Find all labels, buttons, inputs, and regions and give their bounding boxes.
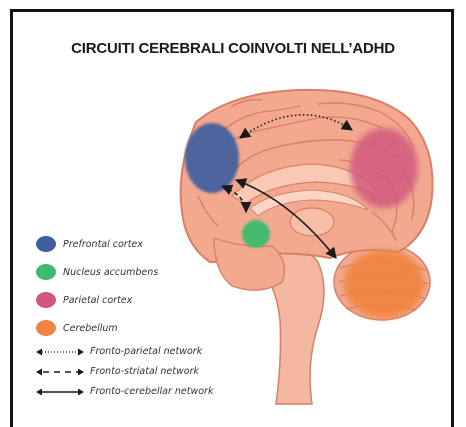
dashed-arrow-icon: [36, 367, 84, 377]
prefrontal-color-dot: [36, 236, 56, 252]
legend-label: Cerebellum: [63, 323, 118, 334]
parietal-cortex-color-dot: [36, 292, 56, 308]
cerebellum-region: [344, 250, 424, 318]
legend-label: Parietal cortex: [63, 295, 132, 306]
legend-label: Fronto-parietal network: [90, 346, 202, 357]
solid-arrow-icon: [36, 387, 84, 397]
legend-item-nucleus-accumbens: Nucleus accumbens: [36, 264, 158, 280]
legend-label: Fronto-striatal network: [90, 366, 199, 377]
legend-label: Prefrontal cortex: [63, 239, 143, 250]
legend-label: Nucleus accumbens: [63, 267, 158, 278]
parietal-cortex-region: [350, 128, 418, 208]
legend-label: Fronto-cerebellar network: [90, 386, 213, 397]
nucleus-accumbens-region: [242, 220, 270, 248]
legend-item-fronto-striatal: Fronto-striatal network: [36, 366, 199, 377]
legend-item-prefrontal-cortex: Prefrontal cortex: [36, 236, 143, 252]
legend-item-fronto-parietal: Fronto-parietal network: [36, 346, 202, 357]
legend-item-fronto-cerebellar: Fronto-cerebellar network: [36, 386, 213, 397]
cerebellum-color-dot: [36, 320, 56, 336]
legend-item-parietal-cortex: Parietal cortex: [36, 292, 132, 308]
prefrontal-cortex-region: [185, 123, 239, 193]
nucleus-accumbens-color-dot: [36, 264, 56, 280]
legend-item-cerebellum: Cerebellum: [36, 320, 118, 336]
dotted-arrow-icon: [36, 347, 84, 357]
